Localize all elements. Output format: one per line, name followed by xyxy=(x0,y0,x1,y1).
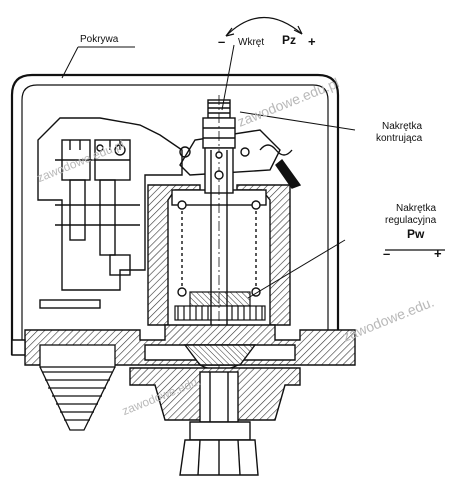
screw-plus: + xyxy=(308,34,316,49)
cover-housing xyxy=(10,73,340,355)
locknut-label-line2: kontrująca xyxy=(376,133,423,144)
adjusting-screw-pz xyxy=(202,95,236,440)
adjnut-minus: – xyxy=(383,246,391,261)
lever-spring xyxy=(179,129,302,189)
screw-minus: – xyxy=(218,34,226,49)
adjnut-symbol: Pw xyxy=(407,227,425,241)
pressure-connector xyxy=(129,367,301,476)
adjnut-label-line1: Nakrętka xyxy=(396,203,437,214)
cable-gland xyxy=(39,344,116,431)
rotation-arrow xyxy=(225,16,303,37)
locknut-label-line1: Nakrętka xyxy=(382,121,423,132)
screw-symbol: Pz xyxy=(282,33,297,47)
screw-label: Wkręt xyxy=(238,37,265,48)
leader-lines xyxy=(61,44,356,299)
adjnut-label-line2: regulacyjna xyxy=(385,215,437,226)
cover-label: Pokrywa xyxy=(80,34,119,45)
adjusting-nut xyxy=(174,291,266,321)
adjnut-plus: + xyxy=(434,246,442,261)
